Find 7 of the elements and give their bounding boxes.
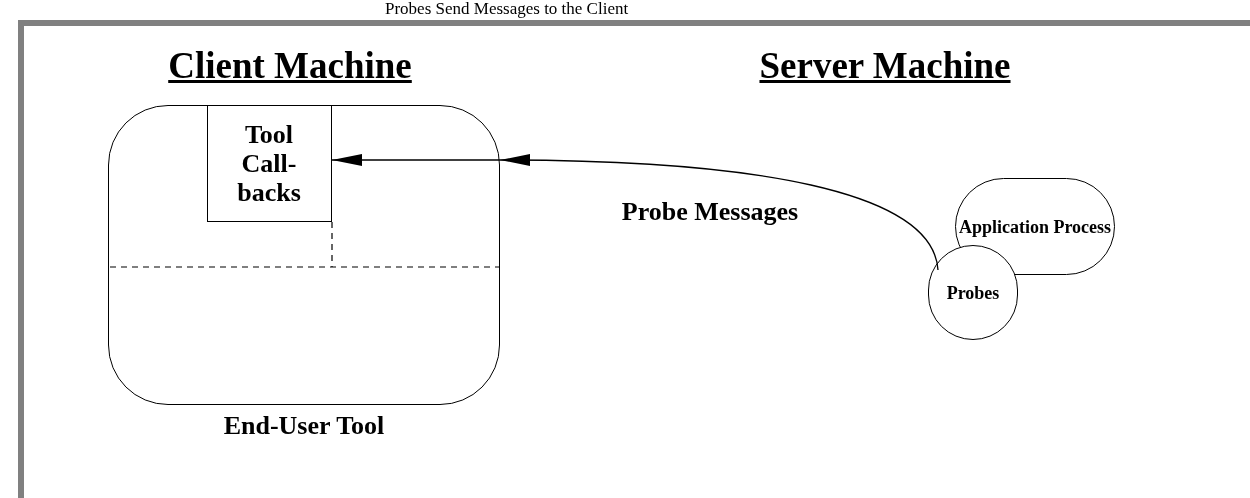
arrow [499,154,939,271]
section-heading: Client Machine [167,44,413,88]
heading: End-User Tool [222,411,386,441]
figure-title: Probes Send Messages to the Client [385,0,629,18]
section-heading: Server Machine [758,44,1012,88]
process-box: Tool Call- backs [206,104,332,222]
arrow [331,154,501,166]
